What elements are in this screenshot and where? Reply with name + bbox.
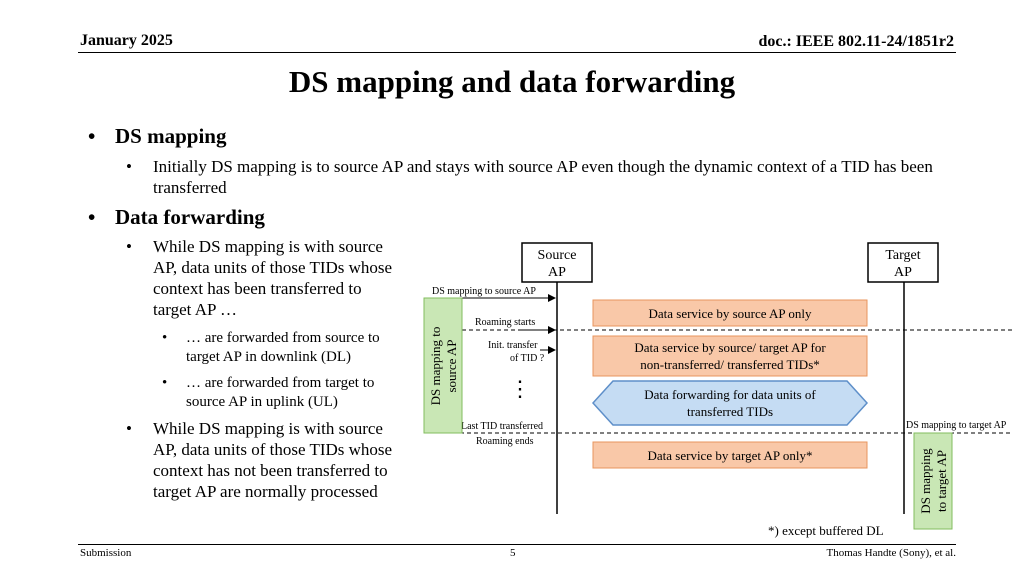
svg-text:AP: AP — [548, 265, 566, 280]
footer-rule — [78, 544, 956, 545]
slide-title: DS mapping and data forwarding — [288, 64, 736, 99]
svg-text:DS mapping to: DS mapping to — [428, 327, 443, 406]
svg-text:Data forwarding for data units: Data forwarding for data units of — [644, 387, 816, 402]
svg-text:of TID ?: of TID ? — [510, 353, 545, 364]
box-target-only: Data service by target AP only* — [592, 441, 868, 469]
footer-left: Submission — [80, 547, 132, 559]
svg-text:source AP: source AP — [444, 339, 459, 392]
bullet-heading: Data forwarding — [115, 205, 265, 229]
svg-text:Data service by target AP only: Data service by target AP only* — [648, 448, 813, 463]
svg-text:to target AP: to target AP — [934, 450, 949, 512]
bullet-text: While DS mapping is with source AP, data… — [153, 419, 393, 501]
svg-text:transferred TIDs: transferred TIDs — [687, 404, 773, 419]
source-ap-box: Source AP — [521, 242, 593, 283]
box-forwarding: Data forwarding for data units of transf… — [591, 380, 869, 426]
roaming-starts-label: Roaming starts — [475, 317, 535, 328]
init-transfer-label: Init. transfer — [488, 340, 538, 351]
footer-right: Thomas Handte (Sony), et al. — [826, 547, 956, 559]
bullet-text: While DS mapping is with source AP, data… — [153, 237, 393, 319]
bullet-dot: • — [88, 124, 96, 148]
svg-text:Data service by source AP only: Data service by source AP only — [648, 306, 812, 321]
bullet-dot: • — [126, 237, 132, 256]
target-ap-box: Target AP — [867, 242, 939, 283]
bullet-text: … are forwarded from target to source AP… — [186, 375, 375, 410]
footnote: *) except buffered DL — [768, 523, 884, 538]
svg-text:Target: Target — [885, 248, 920, 263]
svg-text:DS mapping: DS mapping — [918, 448, 933, 514]
roaming-diagram: Source AP Target AP DS mapping to source… — [423, 242, 1012, 538]
ellipsis-mark: ⋮ — [509, 376, 531, 401]
box-source-only: Data service by source AP only — [592, 299, 868, 327]
header-rule — [78, 52, 956, 53]
bullet-dot: • — [88, 205, 96, 229]
bullet-dot: • — [126, 419, 132, 438]
header-date: January 2025 — [80, 32, 173, 49]
ds-mapping-source-bar: DS mapping to source AP — [423, 297, 463, 434]
svg-text:Source: Source — [538, 248, 577, 263]
svg-text:non-transferred/ transferred T: non-transferred/ transferred TIDs* — [640, 357, 820, 372]
bullet-dot: • — [162, 330, 168, 346]
ds-mapping-source-label: DS mapping to source AP — [432, 286, 536, 297]
bullet-text: Initially DS mapping is to source AP and… — [153, 157, 933, 197]
last-tid-label: Last TID transferred — [461, 421, 543, 432]
header-doc-id: doc.: IEEE 802.11-24/1851r2 — [758, 33, 954, 50]
footer-page: 5 — [510, 547, 516, 559]
svg-text:AP: AP — [894, 265, 912, 280]
bullet-dot: • — [162, 375, 168, 391]
bullet-text: … are forwarded from source to target AP… — [186, 330, 380, 365]
bullet-dot: • — [126, 157, 132, 176]
ds-mapping-target-bar: DS mapping to target AP — [913, 432, 953, 530]
roaming-ends-label: Roaming ends — [476, 436, 534, 447]
svg-text:Data service by source/ target: Data service by source/ target AP for — [634, 340, 826, 355]
ds-mapping-target-label: DS mapping to target AP — [906, 420, 1007, 431]
box-source-target: Data service by source/ target AP for no… — [592, 335, 868, 377]
bullet-heading: DS mapping — [115, 124, 227, 148]
